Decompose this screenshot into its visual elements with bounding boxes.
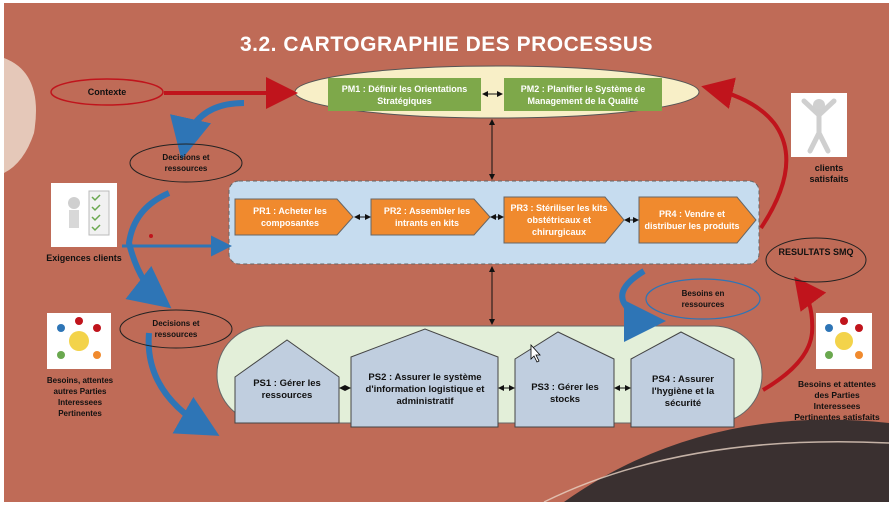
ps4-label: PS4 : Assurer l'hygiène et la sécurité (651, 374, 715, 409)
decisions-ellipse-1 (129, 143, 243, 183)
contexte-ellipse (50, 78, 164, 106)
checkmarks-icon (91, 194, 101, 232)
resultats-ellipse (765, 237, 867, 283)
ps4-shape (630, 331, 735, 428)
ps1-label: PS1 : Gérer les ressources (253, 378, 321, 401)
decisions-top-arrow (170, 100, 245, 160)
besoins-ressources-arrow (619, 268, 666, 342)
ps2-shape (350, 328, 499, 428)
decor-curve (543, 441, 889, 502)
decor-bottom-shape (564, 419, 889, 502)
realisation-group (228, 180, 760, 265)
pr2-shape (370, 198, 491, 236)
happy-person-icon (813, 99, 825, 111)
pr3-label: PR3 : Stériliser les kits obstétricaux e… (510, 203, 608, 237)
red-dot (149, 234, 153, 238)
contexte-label: Contexte (87, 87, 127, 97)
person-body-icon (69, 210, 79, 228)
ps2-label: PS2 : Assurer le système d'information l… (365, 372, 485, 407)
besoins-ressources-label: Besoins en ressources (681, 289, 725, 309)
pm1-box: PM1 : Définir les Orientations Stratégiq… (328, 78, 481, 111)
exigences-clients-label: Exigences clients (46, 253, 122, 263)
pr3-shape (503, 196, 625, 244)
resultats-arrow (761, 276, 827, 392)
pr1-shape (234, 198, 354, 236)
mouse-cursor-icon (530, 343, 541, 363)
person-head-icon (68, 197, 80, 209)
besoins-ressources-ellipse (645, 278, 761, 320)
resultats-label: RESULTATS SMQ (778, 247, 854, 257)
decisions-mid-arrow (125, 190, 172, 309)
pr4-label: PR4 : Vendre et distribuer les produits (644, 209, 740, 231)
ps1-shape (234, 339, 340, 424)
decor-left-shape (4, 58, 36, 173)
satisfaction-arrow (701, 77, 789, 230)
ps3-label: PS3 : Gérer les stocks (531, 382, 599, 405)
slide: 3.2. CARTOGRAPHIE DES PROCESSUS PM1 : Dé… (4, 3, 889, 502)
meeting-table-icon (69, 331, 89, 351)
ps3-shape (514, 331, 615, 428)
pr4-shape (638, 196, 757, 244)
besoins-satisfaits-label: Besoins et attentes des Parties Interess… (794, 379, 880, 422)
checklist-icon (88, 190, 110, 236)
clients-satisfaits-label: clients satisfaits (809, 163, 849, 184)
meeting-table-icon-right (835, 332, 853, 350)
besoins-attentes-label: Besoins, attentes autres Parties Interes… (46, 376, 114, 418)
decisions-label-2: Decisions et ressources (152, 319, 200, 339)
pr2-label: PR2 : Assembler les intrants en kits (383, 206, 471, 228)
page-title: 3.2. CARTOGRAPHIE DES PROCESSUS (239, 33, 654, 56)
decisions-ellipse-2 (119, 309, 233, 349)
pm2-box: PM2 : Planifier le Système de Management… (504, 78, 662, 111)
decisions-label-1: Decisions et ressources (162, 153, 210, 173)
pr1-label: PR1 : Acheter les composantes (253, 206, 327, 228)
